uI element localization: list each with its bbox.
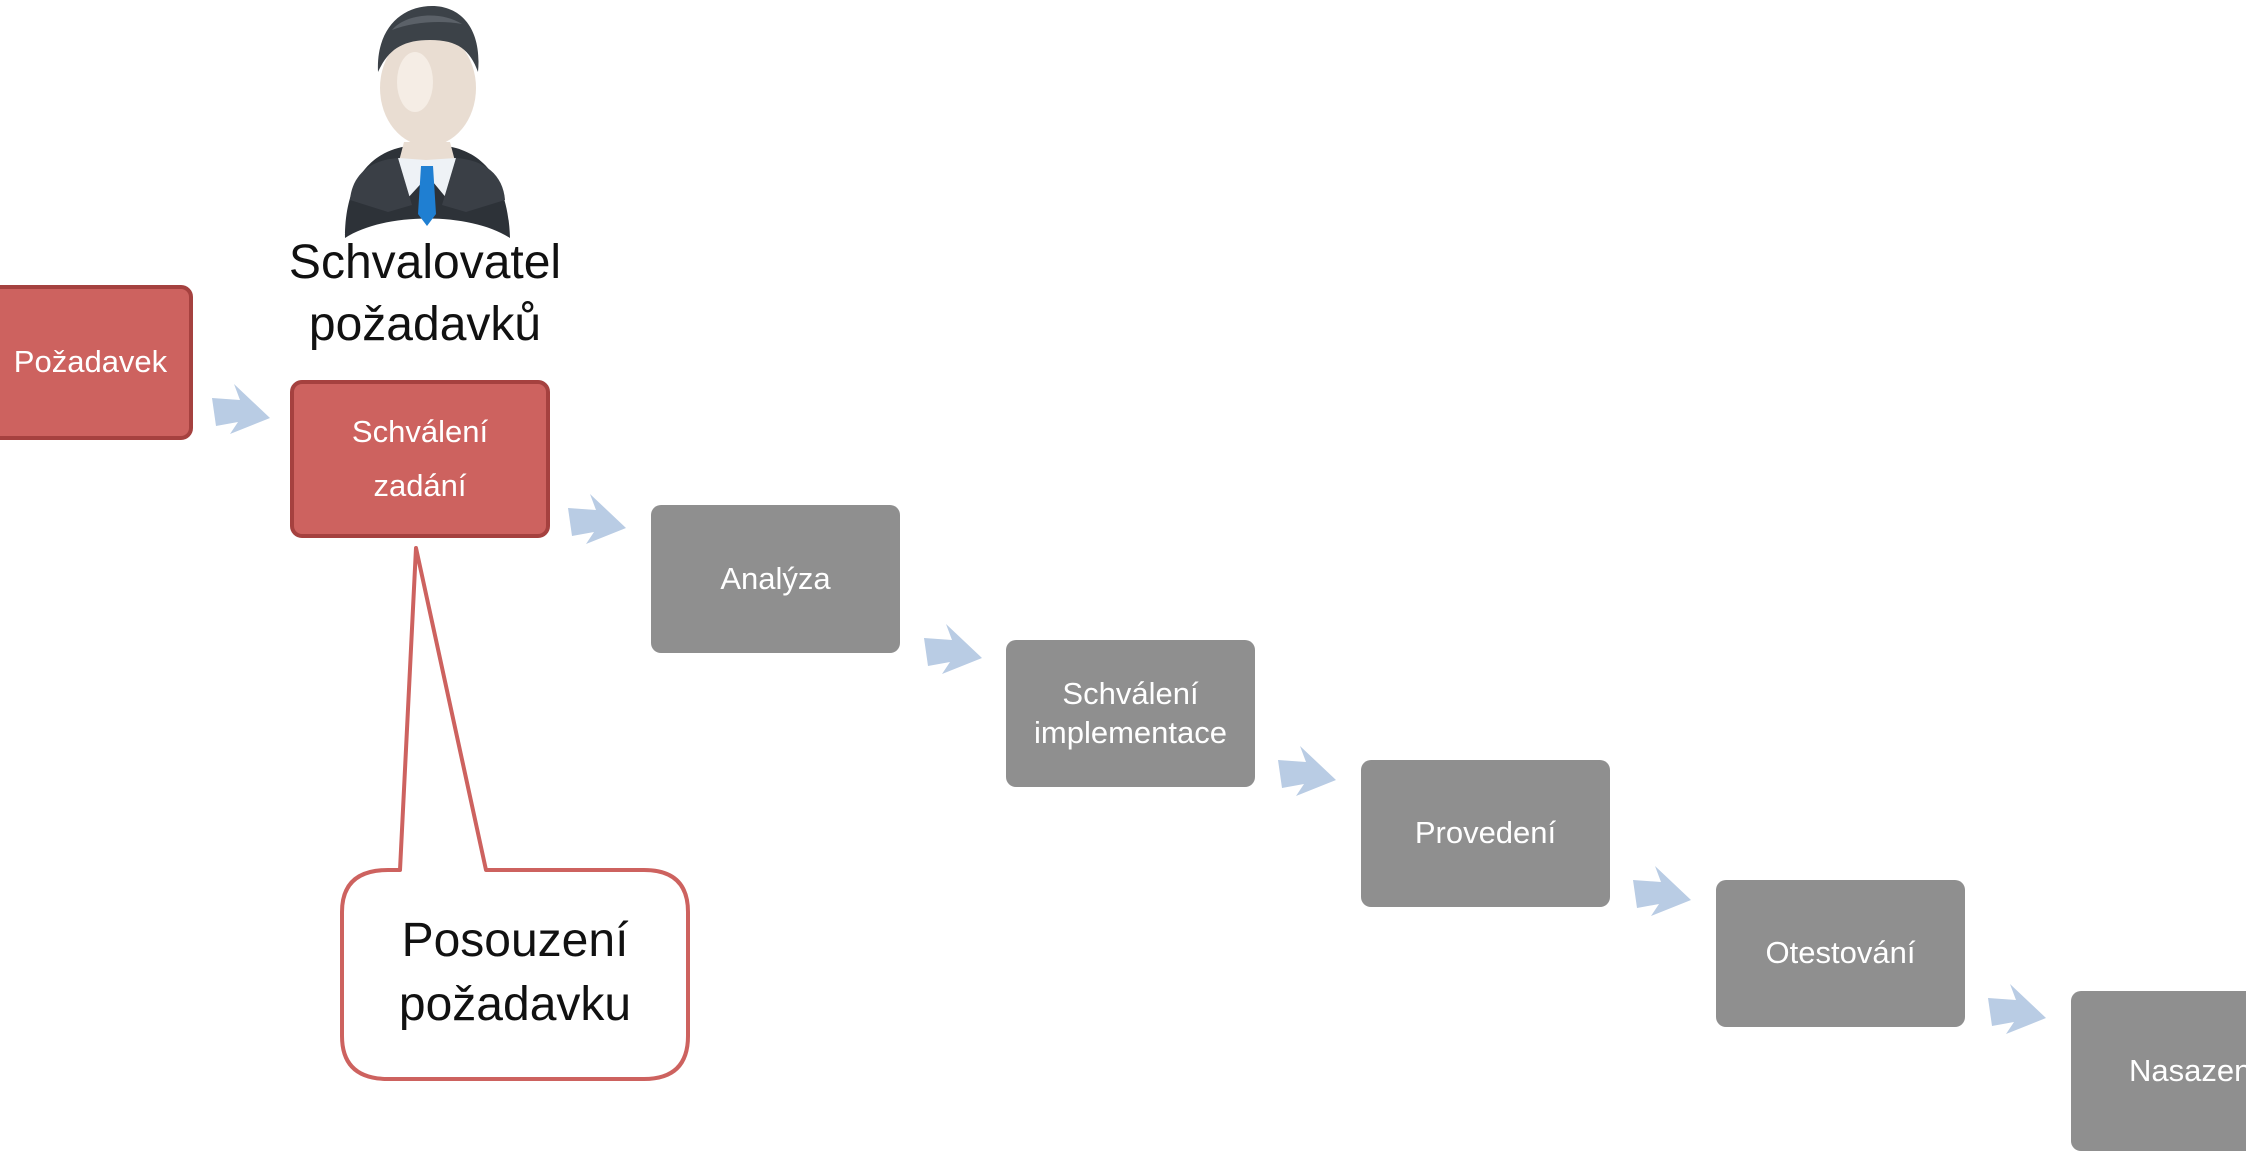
role-label-line: Schvalovatel (288, 236, 562, 289)
step-pozadavek: Požadavek (0, 285, 193, 440)
flow-arrow-icon (924, 624, 982, 674)
step-label: Schválení (1062, 675, 1199, 711)
businessman-icon (345, 6, 510, 238)
step-label: Analýza (720, 560, 831, 596)
flow-arrow-icon (1633, 866, 1691, 916)
role-label-line: požadavků (308, 298, 542, 351)
flow-arrows (212, 384, 2046, 1034)
step-label: Požadavek (13, 344, 168, 380)
step-otestovani: Otestování (1716, 880, 1965, 1027)
callout-line: požadavku (398, 978, 632, 1031)
step-schvaleni-zadani: Schválení zadání (290, 380, 550, 538)
step-label: Otestování (1765, 935, 1916, 971)
step-analyza: Analýza (651, 505, 900, 653)
step-provedeni: Provedení (1361, 760, 1610, 907)
callout-bubble (340, 546, 690, 1081)
step-label: Provedení (1414, 815, 1557, 851)
flow-arrow-icon (1278, 746, 1336, 796)
callout-line: Posouzení (401, 914, 629, 967)
step-label: zadání (373, 468, 467, 503)
role-label: Schvalovatel požadavků (270, 232, 580, 356)
flow-arrow-icon (568, 494, 626, 544)
step-label: Schválení (351, 414, 489, 449)
step-schvaleni-implementace: Schválení implementace (1006, 640, 1255, 787)
callout-text: Posouzení požadavku (342, 867, 688, 1079)
flow-arrow-icon (212, 384, 270, 434)
step-label: Nasazen (2129, 1052, 2246, 1088)
step-label: implementace (1034, 714, 1227, 750)
flow-arrow-icon (1988, 984, 2046, 1034)
step-nasazeni: Nasazen (2071, 991, 2246, 1151)
